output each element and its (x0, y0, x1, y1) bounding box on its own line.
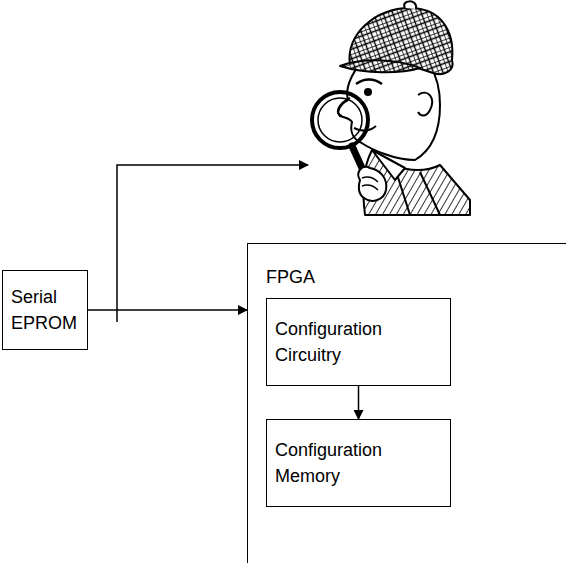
config-memory-box: Configuration Memory (266, 419, 451, 507)
eprom-box: Serial EPROM (2, 270, 88, 350)
detective-figure (312, 1, 470, 215)
region-label: FPGA (266, 264, 315, 290)
box-label: Configuration Circuitry (275, 316, 442, 368)
fpga-region: FPGA Configuration CircuitryConfiguration… (247, 243, 566, 563)
signal-arrow (358, 386, 360, 419)
box-label: Serial EPROM (11, 284, 77, 336)
signal-arrow (88, 309, 247, 311)
config-circuitry-box: Configuration Circuitry (266, 298, 451, 386)
box-label: Configuration Memory (275, 437, 442, 489)
